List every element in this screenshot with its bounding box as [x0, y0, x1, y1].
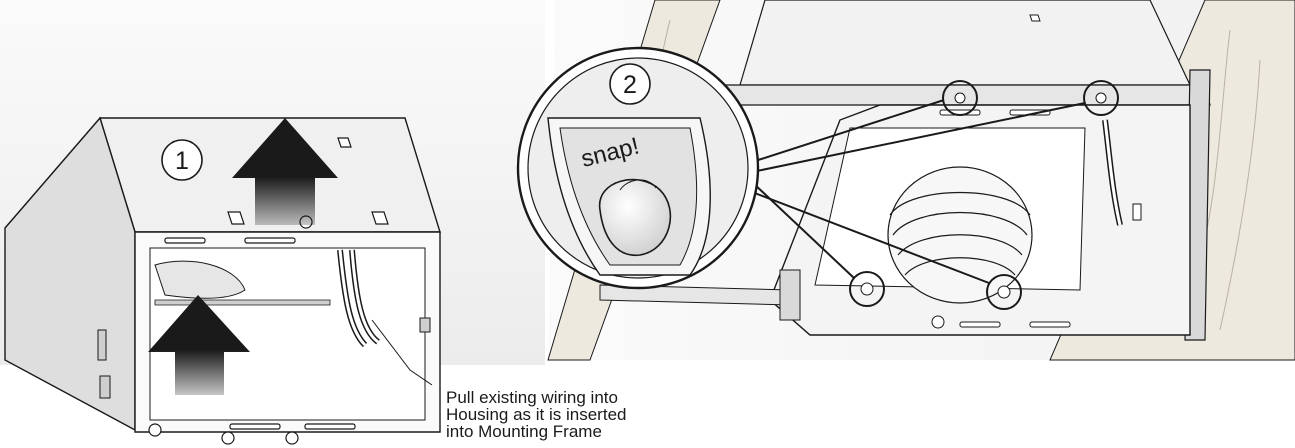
wiring-callout: Pull existing wiring into Housing as it … [446, 389, 706, 440]
snap-detail-magnifier: snap! [516, 46, 760, 290]
mounting-frame-rail-top [719, 84, 1211, 106]
detail-marker-top-left [942, 80, 978, 116]
lift-arrow-upper [232, 118, 338, 225]
detail-marker-top-right [1083, 80, 1119, 116]
snap-knob [599, 178, 672, 256]
detail-markers [849, 80, 1119, 310]
callout-line-1: Pull existing wiring into [446, 388, 618, 407]
step-1-number: 1 [175, 147, 189, 175]
blower-housing [887, 166, 1033, 304]
detail-marker-bottom-left [849, 271, 885, 307]
ceiling-panel [739, 0, 1191, 86]
lift-arrow-lower [148, 295, 250, 395]
step-2-number: 2 [623, 71, 637, 99]
callout-line-3: into Mounting Frame [446, 422, 602, 441]
callout-line-2: Housing as it is inserted [446, 405, 627, 424]
step-1-badge: 1 [161, 139, 203, 181]
right-scene: snap! 2 [516, 0, 1295, 361]
left-scene: 1 [0, 0, 545, 445]
detail-marker-bottom-right [986, 274, 1022, 310]
magnifier-leader-lines [751, 99, 1086, 284]
step-2-badge: 2 [609, 63, 651, 105]
callout-leader-line [371, 319, 433, 386]
